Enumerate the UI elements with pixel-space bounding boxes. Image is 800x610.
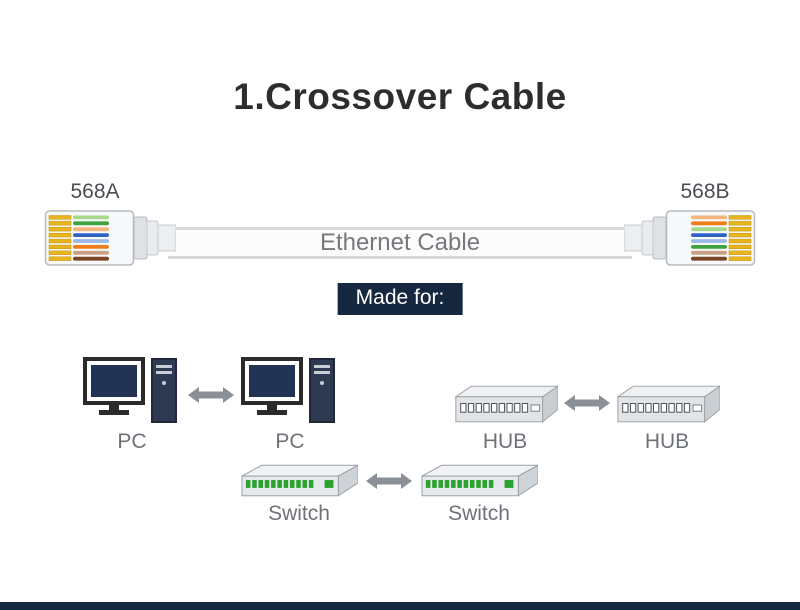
wire-8 — [73, 256, 109, 261]
wire-8 — [691, 256, 727, 261]
cable-label: Ethernet Cable — [319, 229, 481, 256]
double-arrow-icon — [564, 395, 610, 411]
switch-icon — [421, 464, 538, 497]
wire-3 — [691, 227, 727, 232]
hub-ports — [460, 403, 541, 413]
wire-2 — [691, 221, 727, 226]
hub-top — [454, 385, 558, 398]
switch-ports — [425, 480, 514, 488]
pc-icon — [241, 357, 335, 423]
wire-5 — [73, 239, 109, 243]
switch-icon — [241, 464, 358, 497]
gold-pins — [48, 215, 72, 261]
monitor-stand — [257, 410, 287, 415]
hub-label: HUB — [482, 430, 528, 453]
strain-relief — [652, 216, 667, 260]
t568b-wires — [691, 215, 727, 261]
pc-label: PC — [275, 430, 305, 453]
bottom-accent-bar — [0, 602, 800, 610]
hub-top — [616, 385, 720, 398]
pc-label: PC — [117, 430, 147, 453]
wire-4 — [691, 233, 727, 237]
wire-7 — [73, 250, 109, 255]
gold-pins — [728, 215, 752, 261]
double-arrow-icon — [188, 387, 234, 403]
wire-1 — [73, 215, 109, 220]
hub-label: HUB — [644, 430, 690, 453]
pc-tower — [151, 358, 177, 423]
pc-icon — [83, 357, 177, 423]
hub-icon — [616, 385, 720, 423]
hub-icon — [454, 385, 558, 423]
double-arrow-icon — [366, 473, 412, 489]
wire-2 — [73, 221, 109, 226]
made-for-badge: Made for: — [337, 283, 463, 315]
connector-label-568b: 568B — [680, 180, 730, 203]
monitor-screen — [91, 365, 137, 397]
wire-6 — [73, 245, 109, 249]
wire-7 — [691, 250, 727, 255]
switch-label: Switch — [448, 502, 510, 525]
monitor-stand — [99, 410, 129, 415]
wire-5 — [691, 239, 727, 243]
connector-label-568a: 568A — [70, 180, 120, 203]
rj45-connector-568a-icon — [44, 210, 176, 266]
wire-6 — [691, 245, 727, 249]
page-title: 1.Crossover Cable — [233, 76, 567, 117]
wire-3 — [73, 227, 109, 232]
pc-tower — [309, 358, 335, 423]
ethernet-cable: Ethernet Cable — [168, 227, 632, 259]
hub-ports — [622, 403, 703, 413]
strain-relief — [133, 216, 148, 260]
cable-boot — [624, 224, 643, 252]
switch-label: Switch — [268, 502, 330, 525]
made-for-label: Made for: — [355, 286, 445, 309]
t568a-wires — [73, 215, 109, 261]
rj45-connector-568b-icon — [624, 210, 756, 266]
monitor-screen — [249, 365, 295, 397]
cable-boot — [157, 224, 176, 252]
wire-1 — [691, 215, 727, 220]
switch-ports — [245, 480, 334, 488]
wire-4 — [73, 233, 109, 237]
